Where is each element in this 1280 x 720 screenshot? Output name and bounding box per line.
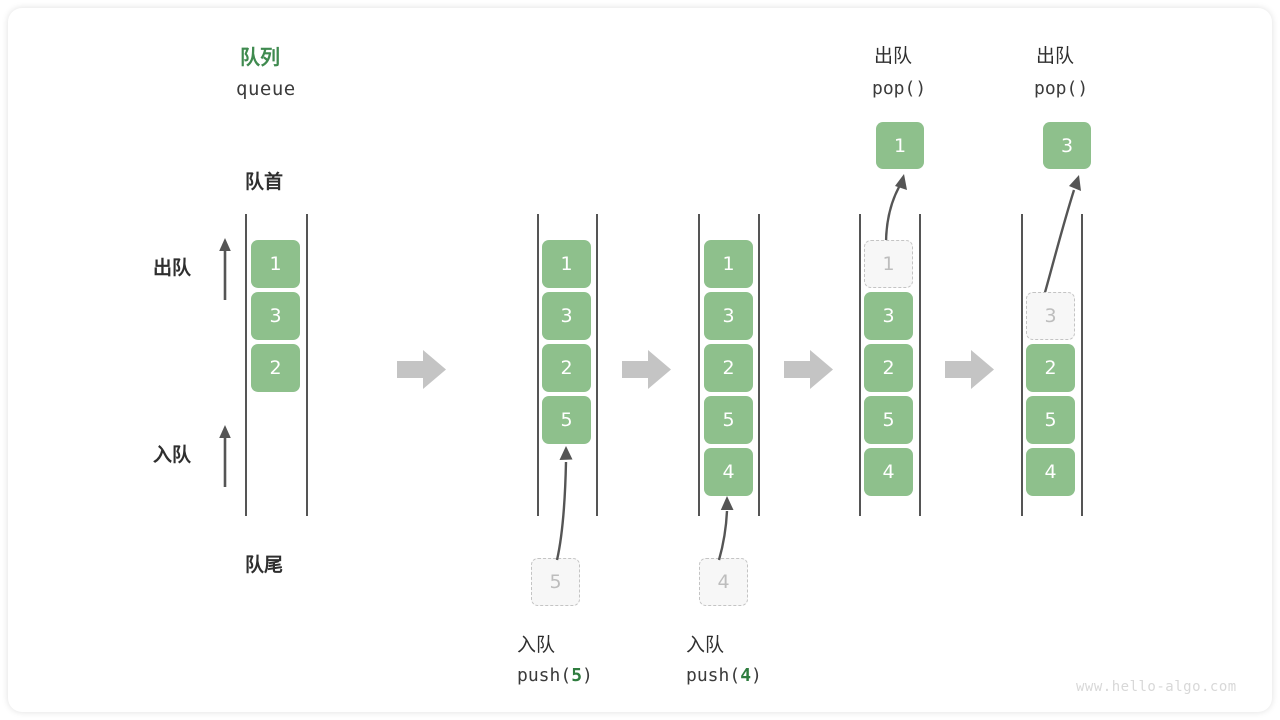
- queue-rail-left: [1021, 214, 1023, 516]
- step-arrow-icon: [397, 350, 446, 389]
- incoming-value-box: 4: [699, 558, 748, 606]
- queue-cell: 2: [251, 344, 300, 392]
- queue-cell: 2: [542, 344, 591, 392]
- queue-cell: 3: [251, 292, 300, 340]
- queue-rail-right: [596, 214, 598, 516]
- queue-cell-removed: 3: [1026, 292, 1075, 340]
- pop-op-code: pop(): [872, 78, 927, 99]
- push-code-arg: 5: [571, 665, 583, 686]
- incoming-value-box: 5: [531, 558, 580, 606]
- pop-arrow-icon: [1042, 175, 1081, 297]
- queue-cell: 1: [251, 240, 300, 288]
- queue-rail-right: [1081, 214, 1083, 516]
- queue-rail-left: [537, 214, 539, 516]
- dequeue-side-label: 出队: [153, 257, 192, 279]
- queue-cell: 2: [1026, 344, 1075, 392]
- popped-value-box: 3: [1043, 122, 1091, 169]
- queue-rail-right: [306, 214, 308, 516]
- pop-arrow-icon: [884, 174, 907, 245]
- queue-cell: 5: [864, 396, 913, 444]
- queue-cell-new: 4: [704, 448, 753, 496]
- queue-cell-new: 5: [542, 396, 591, 444]
- queue-cell: 1: [704, 240, 753, 288]
- step-arrow-icon: [784, 350, 833, 389]
- queue-cell: 4: [864, 448, 913, 496]
- push-op-label-cn: 入队: [517, 634, 556, 656]
- queue-cell: 2: [704, 344, 753, 392]
- push-code-arg: 4: [740, 665, 752, 686]
- queue-rail-left: [859, 214, 861, 516]
- queue-cell: 2: [864, 344, 913, 392]
- queue-cell: 3: [542, 292, 591, 340]
- push-arrow-icon: [717, 496, 734, 561]
- pop-op-label-cn: 出队: [874, 45, 913, 67]
- dequeue-direction-arrow: [219, 238, 231, 300]
- watermark: www.hello-algo.com: [1076, 679, 1237, 695]
- figure-title-en: queue: [236, 78, 296, 100]
- queue-rail-right: [758, 214, 760, 516]
- queue-cell: 3: [864, 292, 913, 340]
- pop-op-code: pop(): [1034, 78, 1089, 99]
- queue-cell-removed: 1: [864, 240, 913, 288]
- pop-op-label-cn: 出队: [1036, 45, 1075, 67]
- step-arrow-icon: [945, 350, 994, 389]
- push-code-prefix: push(: [686, 665, 741, 686]
- popped-value-box: 1: [876, 122, 924, 169]
- figure-title-cn: 队列: [240, 45, 280, 69]
- queue-cell: 1: [542, 240, 591, 288]
- queue-rail-right: [919, 214, 921, 516]
- push-op-code: push(4): [686, 665, 762, 686]
- queue-cell: 3: [704, 292, 753, 340]
- push-arrow-icon: [555, 446, 573, 561]
- push-code-suffix: ): [751, 665, 762, 686]
- queue-cell: 4: [1026, 448, 1075, 496]
- enqueue-direction-arrow: [219, 425, 231, 487]
- queue-rail-left: [245, 214, 247, 516]
- push-code-prefix: push(: [517, 665, 572, 686]
- step-arrow-icon: [622, 350, 671, 389]
- queue-rail-left: [698, 214, 700, 516]
- push-code-suffix: ): [582, 665, 593, 686]
- queue-cell: 5: [704, 396, 753, 444]
- tail-label: 队尾: [245, 554, 284, 576]
- push-op-code: push(5): [517, 665, 593, 686]
- queue-cell: 5: [1026, 396, 1075, 444]
- head-label: 队首: [245, 171, 284, 193]
- figure-card: 队列 queue 队首 队尾 出队 入队 1 3 2 1 3 2 5 5: [8, 8, 1272, 712]
- push-op-label-cn: 入队: [686, 634, 725, 656]
- enqueue-side-label: 入队: [153, 444, 192, 466]
